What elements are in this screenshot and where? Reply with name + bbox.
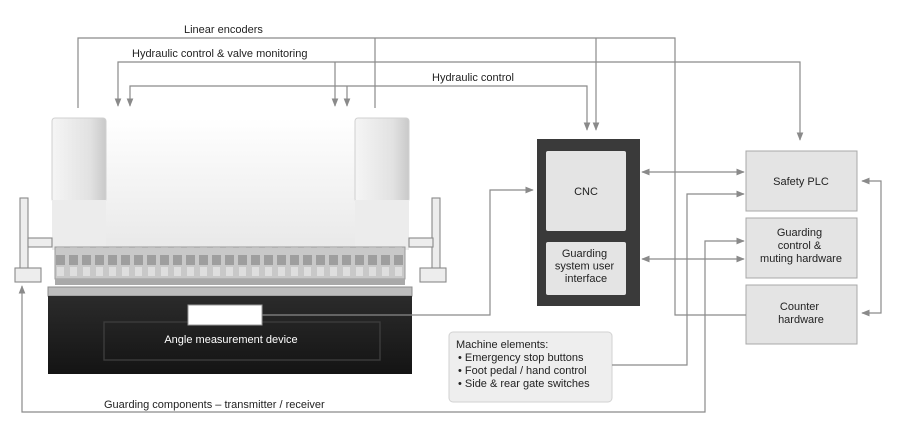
hydraulic-control-wire <box>126 85 591 131</box>
connections <box>18 37 882 413</box>
counter-box <box>745 284 858 345</box>
lower-die <box>47 286 413 297</box>
safety-plc-label: Safety PLC <box>773 176 829 188</box>
cnc-box <box>546 151 626 231</box>
counter-label: Counter hardware <box>778 301 824 326</box>
linear-encoders-wire <box>77 37 746 316</box>
hydraulic-control-label: Hydraulic control <box>432 72 514 84</box>
linear-encoders-label: Linear encoders <box>184 24 263 36</box>
hydraulic-valve-label: Hydraulic control & valve monitoring <box>132 48 307 60</box>
angle-device-label: Angle measurement device <box>164 334 297 346</box>
guarding-components-label: Guarding components – transmitter / rece… <box>104 399 325 411</box>
machine-elements-box <box>448 331 613 403</box>
guarding-control-label: Guarding control & muting hardware <box>760 227 842 265</box>
right-guarding-post <box>408 197 447 283</box>
safety-plc-box <box>745 150 858 212</box>
right-cylinder-housing <box>354 117 410 203</box>
guarding-control-box <box>745 217 858 279</box>
left-cylinder-housing <box>51 117 107 203</box>
guarding-components-wire <box>18 237 745 413</box>
tooling-rail <box>55 279 405 285</box>
valve-monitoring-wire <box>114 61 804 141</box>
plc-counter-link <box>861 177 882 317</box>
cnc-label: CNC <box>574 186 598 198</box>
left-guarding-post <box>14 197 53 283</box>
left-frame-post <box>52 200 106 250</box>
upper-tooling <box>54 246 406 280</box>
right-frame-post <box>355 200 409 250</box>
angle-measurement-device <box>187 304 263 326</box>
machine-elements-text: Machine elements: • Emergency stop butto… <box>456 339 590 390</box>
